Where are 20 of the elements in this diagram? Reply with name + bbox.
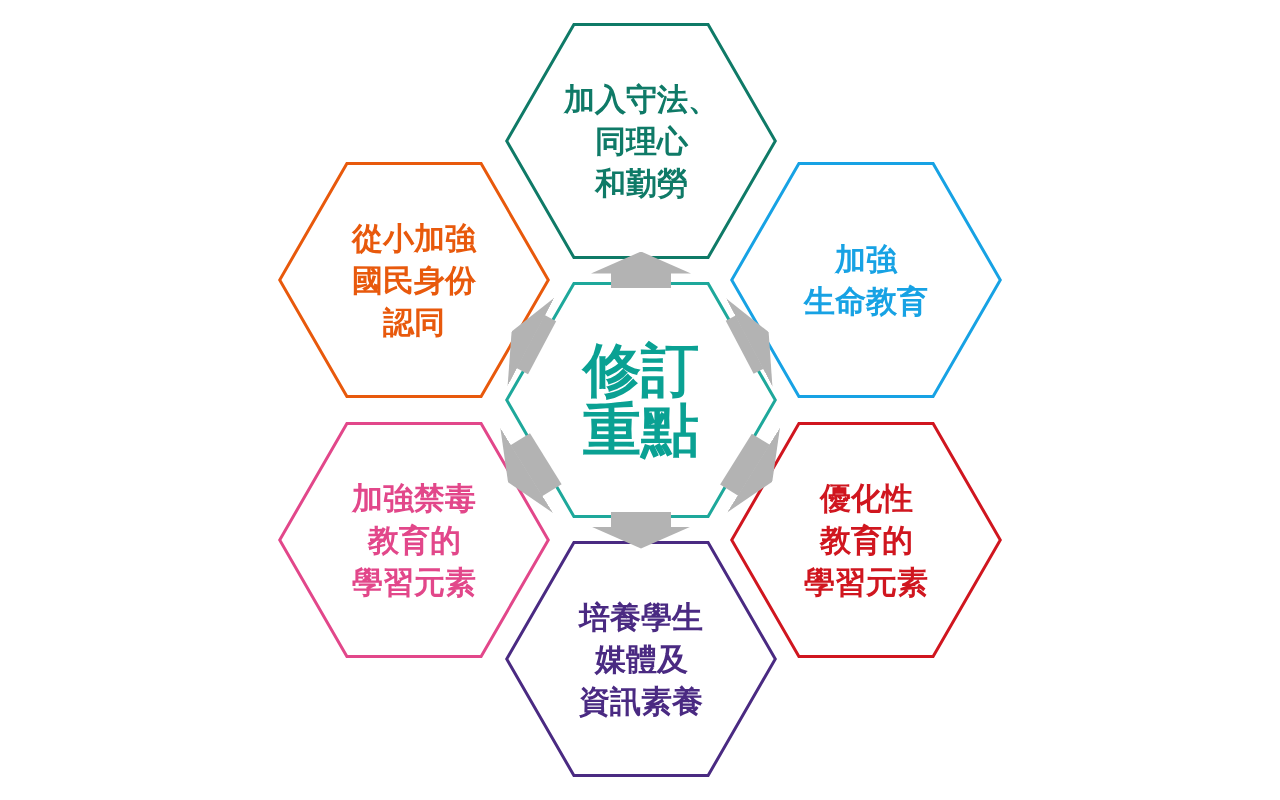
block-arrow <box>591 512 691 549</box>
block-arrow <box>725 298 773 387</box>
center-hexagon <box>505 282 777 518</box>
block-arrow <box>500 428 562 513</box>
block-arrow <box>507 297 557 386</box>
block-arrow <box>591 251 691 288</box>
topic-hexagon <box>505 541 777 777</box>
topic-text: 加強生命教育 <box>804 240 928 321</box>
center-title: 修訂重點 <box>583 340 699 460</box>
topic-hexagon <box>278 422 550 658</box>
topic-hexagon <box>730 162 1002 398</box>
topic-text: 培養學生媒體及資訊素養 <box>579 598 703 721</box>
topic-hexagon <box>505 23 777 259</box>
topic-hexagon <box>730 422 1002 658</box>
block-arrow <box>720 427 780 513</box>
topic-text: 從小加強國民身份認同 <box>352 219 476 342</box>
topic-text: 加強禁毒教育的學習元素 <box>352 479 476 602</box>
topic-hexagon <box>278 162 550 398</box>
topic-text: 加入守法、同理心和勤勞 <box>563 80 719 203</box>
topic-text: 優化性教育的學習元素 <box>804 479 928 602</box>
